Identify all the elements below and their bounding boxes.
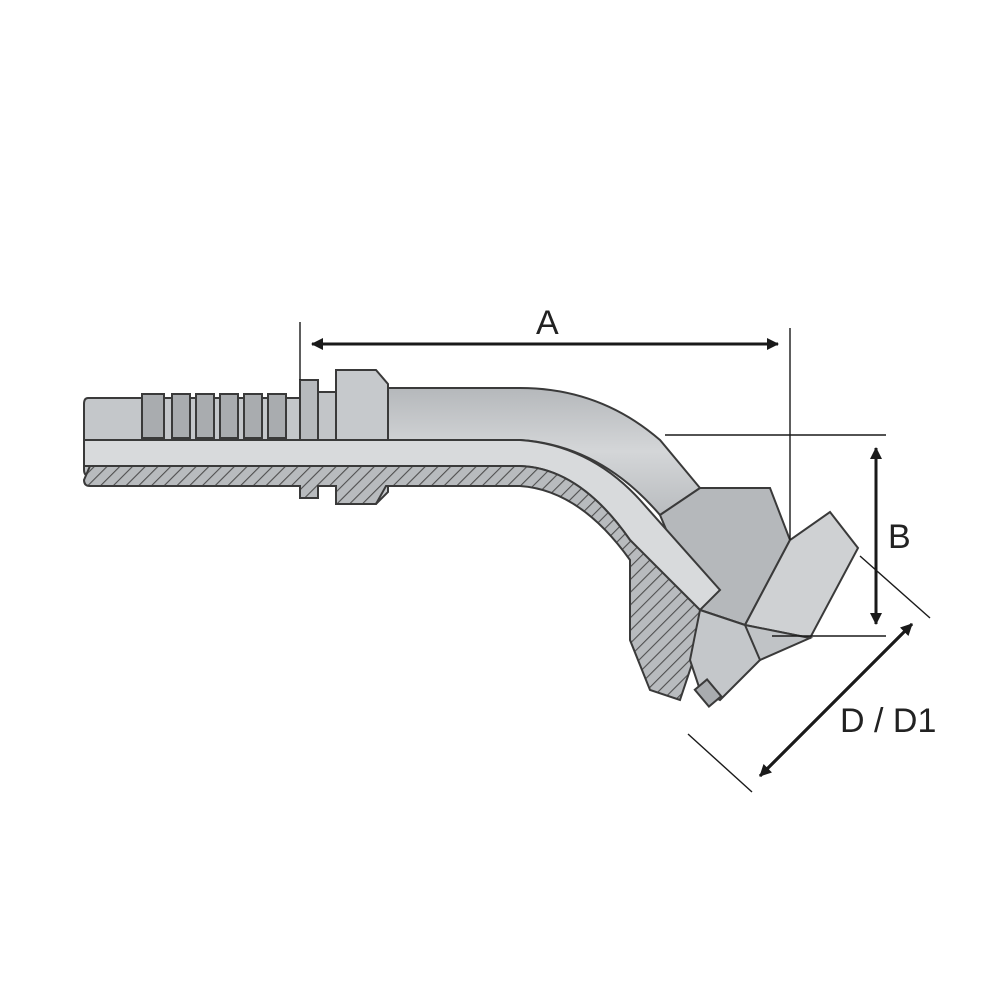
dimension-label-d-d1: D / D1 xyxy=(840,702,936,740)
dimension-lines xyxy=(299,322,931,793)
seal-groove xyxy=(688,608,762,702)
cross-section xyxy=(82,439,762,708)
d-extension-top xyxy=(859,555,931,619)
d-extension-bottom xyxy=(687,733,753,793)
dimension-label-b: B xyxy=(888,518,911,556)
dimension-label-a: A xyxy=(536,304,559,342)
o-ring xyxy=(693,678,723,708)
fitting-body xyxy=(83,369,860,662)
hatched-wall xyxy=(82,465,701,702)
serrations xyxy=(141,393,287,439)
